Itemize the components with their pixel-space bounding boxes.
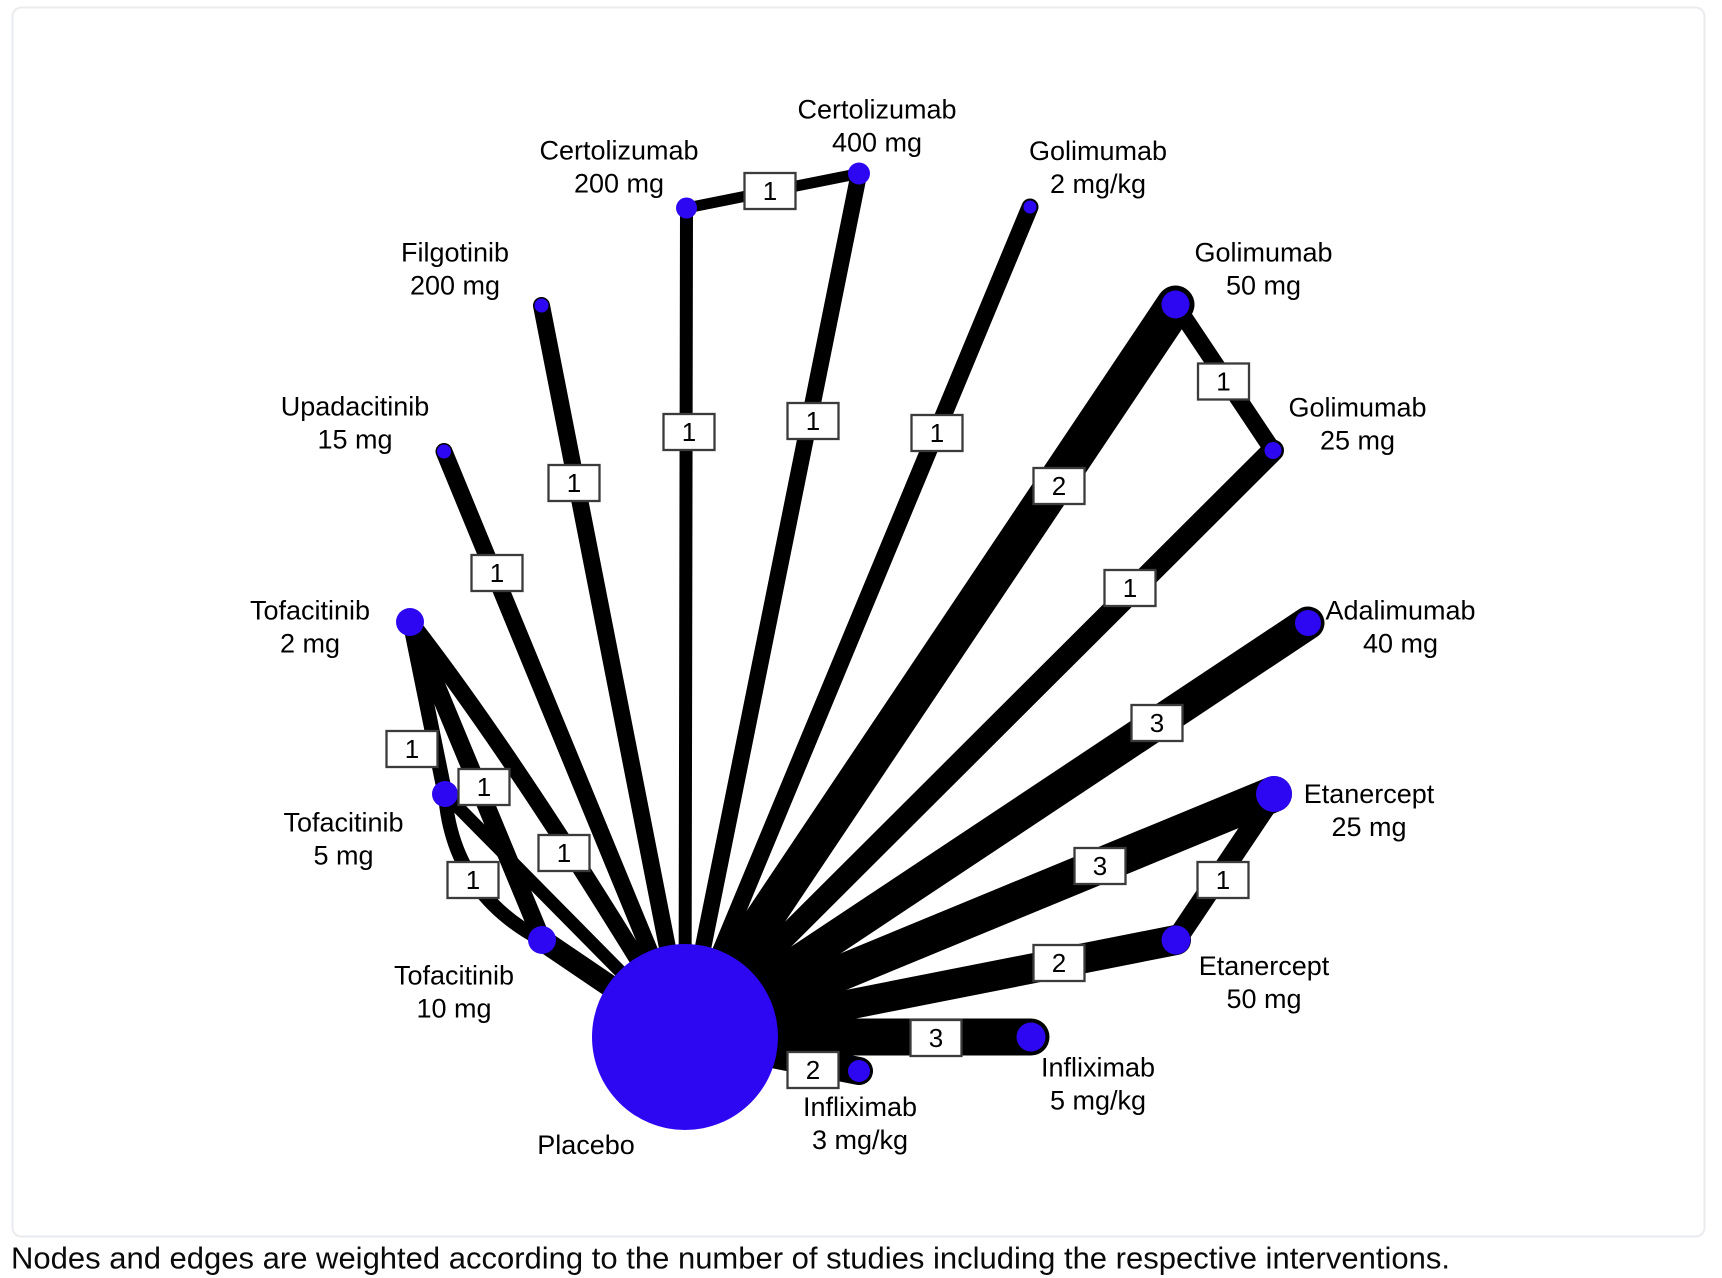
svg-text:2 mg: 2 mg xyxy=(280,629,340,659)
svg-text:1: 1 xyxy=(930,418,944,448)
svg-text:15 mg: 15 mg xyxy=(317,425,392,455)
svg-text:200 mg: 200 mg xyxy=(574,169,664,199)
svg-text:25 mg: 25 mg xyxy=(1320,426,1395,456)
svg-text:3: 3 xyxy=(1093,851,1107,881)
svg-text:Infliximab: Infliximab xyxy=(1041,1053,1155,1083)
svg-text:Certolizumab: Certolizumab xyxy=(797,95,956,125)
svg-text:10 mg: 10 mg xyxy=(416,994,491,1024)
svg-text:1: 1 xyxy=(557,838,571,868)
svg-text:2 mg/kg: 2 mg/kg xyxy=(1050,169,1146,199)
svg-text:2: 2 xyxy=(806,1055,820,1085)
svg-text:1: 1 xyxy=(466,865,480,895)
svg-text:Filgotinib: Filgotinib xyxy=(401,238,509,268)
svg-text:Infliximab: Infliximab xyxy=(803,1092,917,1122)
svg-text:1: 1 xyxy=(1216,367,1230,397)
svg-text:Golimumab: Golimumab xyxy=(1194,238,1332,268)
svg-text:50 mg: 50 mg xyxy=(1226,271,1301,301)
svg-text:Adalimumab: Adalimumab xyxy=(1325,596,1475,626)
svg-text:Golimumab: Golimumab xyxy=(1288,393,1426,423)
svg-text:400 mg: 400 mg xyxy=(832,128,922,158)
svg-text:Golimumab: Golimumab xyxy=(1029,136,1167,166)
svg-text:1: 1 xyxy=(682,417,696,447)
svg-text:Placebo: Placebo xyxy=(537,1130,635,1160)
svg-text:200 mg: 200 mg xyxy=(410,271,500,301)
svg-text:1: 1 xyxy=(1123,573,1137,603)
svg-text:Certolizumab: Certolizumab xyxy=(539,136,698,166)
svg-text:1: 1 xyxy=(763,176,777,206)
svg-text:1: 1 xyxy=(567,468,581,498)
svg-text:1: 1 xyxy=(490,558,504,588)
svg-text:2: 2 xyxy=(1052,948,1066,978)
svg-text:50 mg: 50 mg xyxy=(1226,984,1301,1014)
svg-text:5 mg: 5 mg xyxy=(313,841,373,871)
svg-text:1: 1 xyxy=(806,406,820,436)
svg-text:Tofacitinib: Tofacitinib xyxy=(250,596,370,626)
svg-text:2: 2 xyxy=(1052,471,1066,501)
svg-text:3 mg/kg: 3 mg/kg xyxy=(812,1125,908,1155)
svg-text:Tofacitinib: Tofacitinib xyxy=(394,961,514,991)
svg-text:1: 1 xyxy=(1216,865,1230,895)
svg-text:Nodes and edges are weighted a: Nodes and edges are weighted according t… xyxy=(11,1241,1450,1276)
svg-text:Upadacitinib: Upadacitinib xyxy=(281,392,430,422)
svg-text:Tofacitinib: Tofacitinib xyxy=(283,808,403,838)
svg-text:1: 1 xyxy=(477,772,491,802)
svg-text:40 mg: 40 mg xyxy=(1363,629,1438,659)
svg-text:5 mg/kg: 5 mg/kg xyxy=(1050,1086,1146,1116)
svg-text:3: 3 xyxy=(929,1023,943,1053)
svg-text:Etanercept: Etanercept xyxy=(1199,951,1330,981)
svg-text:3: 3 xyxy=(1150,708,1164,738)
svg-text:1: 1 xyxy=(405,734,419,764)
svg-text:25 mg: 25 mg xyxy=(1331,812,1406,842)
svg-text:Etanercept: Etanercept xyxy=(1304,779,1435,809)
